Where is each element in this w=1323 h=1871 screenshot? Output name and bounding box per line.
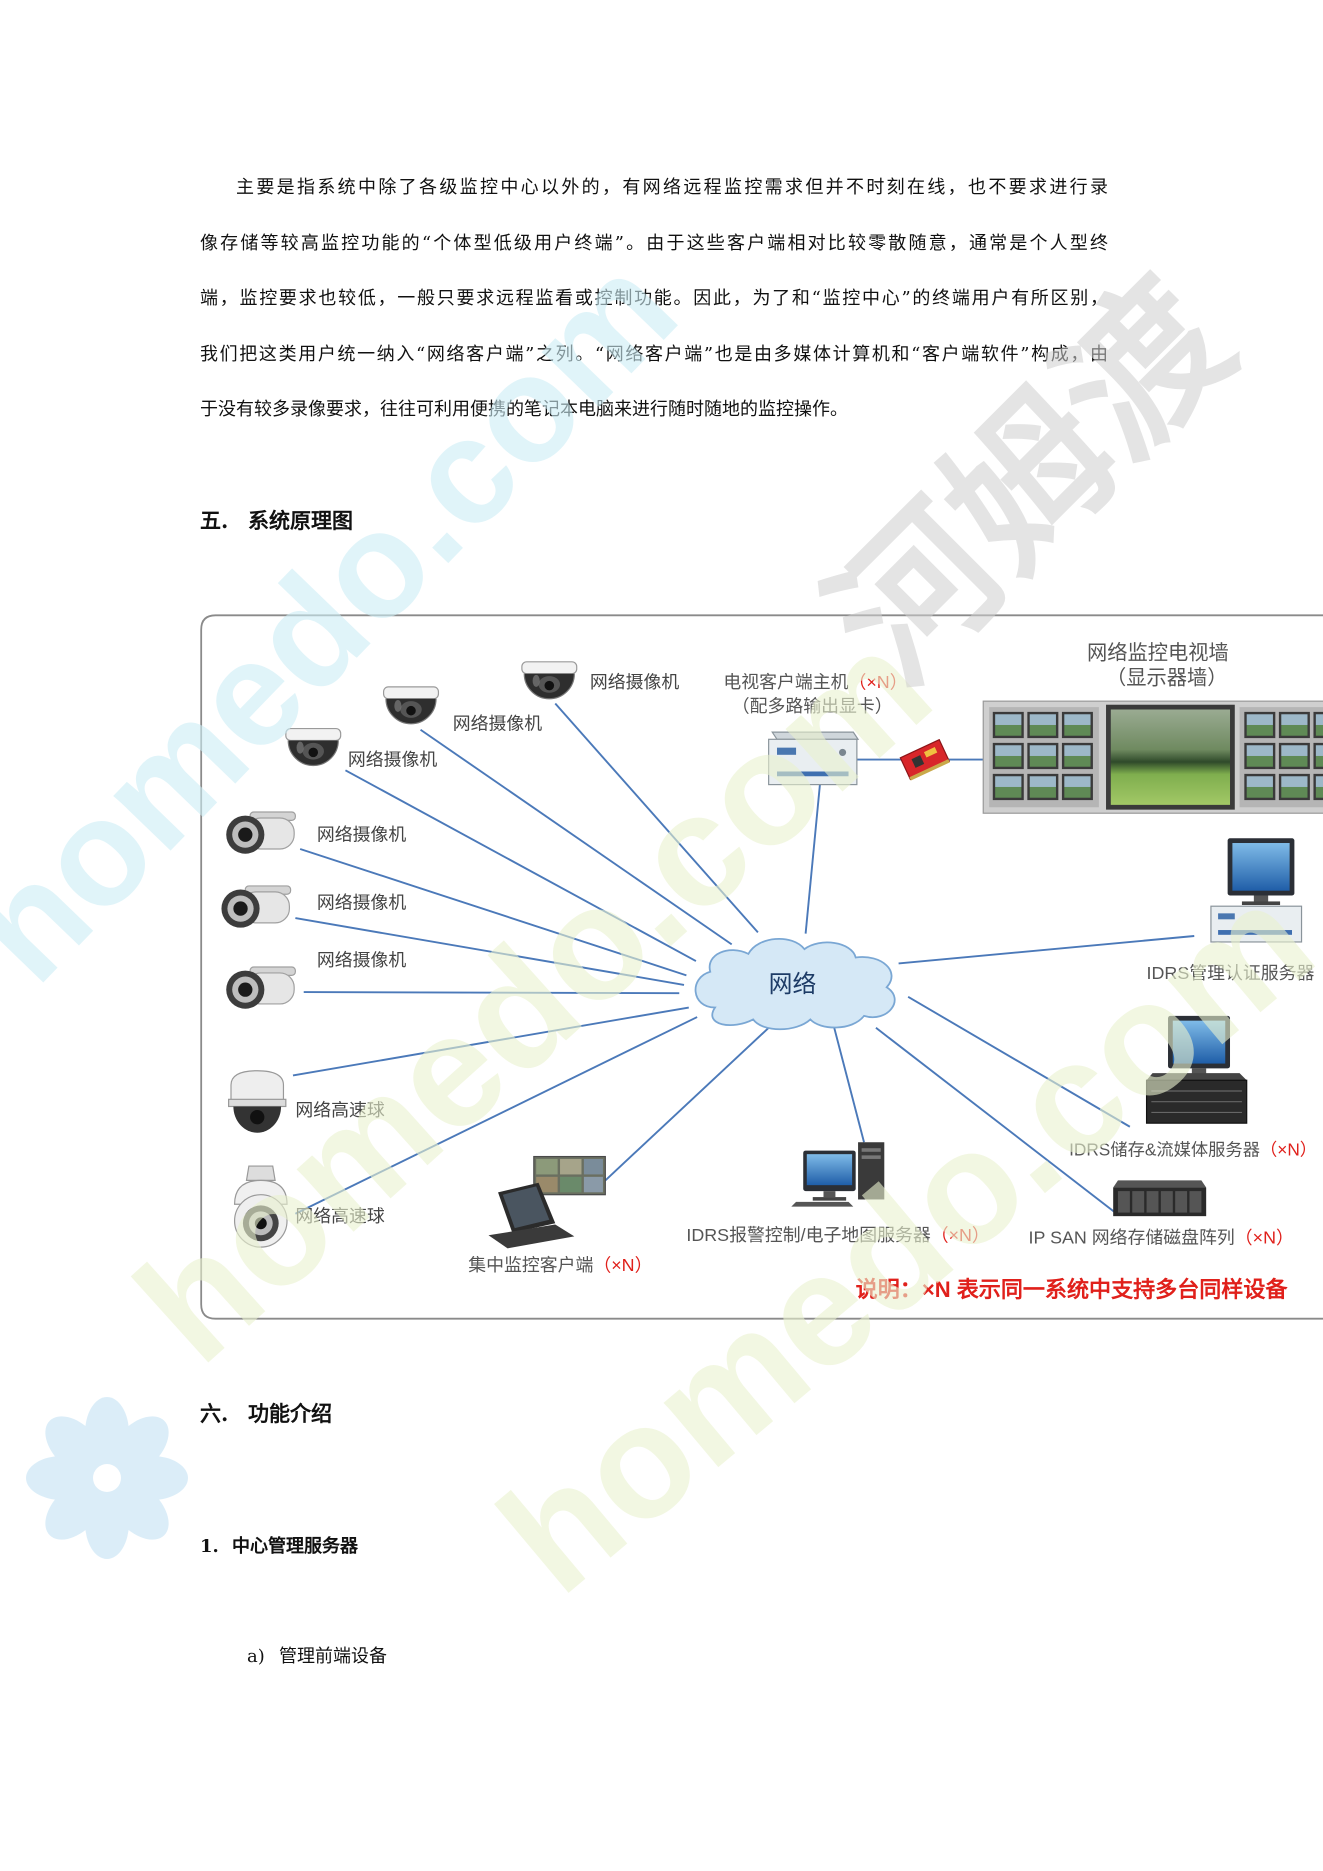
subsection-number: 1. [200, 1536, 219, 1557]
camera-label: 网络摄像机 [348, 750, 437, 770]
monitor-tile [1061, 742, 1093, 770]
ip-san-label: IP SAN 网络存储磁盘阵列（×N） [1029, 1228, 1294, 1248]
section-heading-6: 六. 功能介绍 [200, 1399, 332, 1429]
link-line [420, 728, 733, 946]
monitor-tile [1313, 742, 1323, 770]
section-number: 六. [200, 1401, 229, 1426]
speed-dome-camera-icon [233, 1165, 288, 1248]
link-line [907, 995, 1131, 1128]
auth-server-label: IDRS管理认证服务器 [1147, 963, 1315, 983]
monitor-tile [1313, 773, 1323, 801]
link-line [294, 1016, 698, 1215]
screen-pane [536, 1158, 558, 1175]
paragraph-line: 我们把这类用户统一纳入“网络客户端”之列。“网络客户端”也是由多媒体计算机和“客… [200, 343, 1108, 365]
alarm-server-label: IDRS报警控制/电子地图服务器（×N） [686, 1225, 989, 1245]
diagram-frame [200, 614, 1323, 1320]
link-line [344, 769, 697, 962]
link-line [875, 1027, 1118, 1215]
alarm-map-server-icon [791, 1142, 885, 1207]
screen-pane [583, 1176, 603, 1193]
link-line [833, 1027, 865, 1143]
intro-paragraph: 主要是指系统中除了各级监控中心以外的，有网络远程监控需求但并不时刻在线，也不要求… [200, 160, 1108, 438]
camera-label: 网络摄像机 [453, 714, 542, 734]
monitor-tile [1027, 742, 1059, 770]
link-line [295, 917, 685, 986]
monitor-tile [1061, 711, 1093, 739]
bullet-camera-icon [225, 811, 296, 855]
paragraph-line: 像存储等较高监控功能的“个体型低级用户终端”。由于这些客户端相对比较零散随意，通… [200, 232, 1108, 254]
monitor-tile [1244, 742, 1276, 770]
tv-client-host-note: （配多路输出显卡） [732, 696, 893, 716]
link-line [299, 848, 687, 977]
graphics-card-icon [899, 738, 951, 781]
tv-client-host-icon [768, 731, 860, 786]
monitor-tile [992, 711, 1024, 739]
system-architecture-diagram: 网络 网络摄像机 网络摄像机 网络摄像机 网络摄像机 网络摄像机 网络摄像机 网… [200, 614, 1323, 1320]
bullet-camera-icon [225, 966, 296, 1010]
dome-camera-icon [382, 686, 440, 725]
link-line [604, 1027, 770, 1182]
link-line [292, 1006, 689, 1077]
tv-client-host-label: 电视客户端主机（×N） [723, 672, 907, 692]
monitor-tile [1244, 711, 1276, 739]
camera-label: 网络摄像机 [317, 825, 406, 845]
paragraph-line: 端，监控要求也较低，一般只要求远程监看或控制功能。因此，为了和“监控中心”的终端… [200, 288, 1108, 309]
camera-label: 网络摄像机 [317, 950, 406, 970]
tv-wall-label: 网络监控电视墙 [1087, 641, 1229, 664]
camera-label: 网络摄像机 [317, 893, 406, 913]
network-cloud: 网络 [694, 937, 896, 1031]
link-line [303, 991, 680, 995]
list-item-a: a) 管理前端设备 [247, 1645, 387, 1669]
monitor-tile [1313, 711, 1323, 739]
auth-server-icon [1210, 838, 1303, 943]
dome-camera-icon [521, 661, 578, 700]
monitor-tile [992, 742, 1024, 770]
section-heading-5: 五. 系统原理图 [200, 506, 353, 536]
link-line [554, 702, 759, 934]
monitoring-client-label: 集中监控客户端（×N） [468, 1255, 652, 1275]
dome-camera-icon [285, 727, 342, 767]
section-number: 五. [200, 508, 229, 533]
list-item-title: 管理前端设备 [279, 1646, 387, 1667]
monitor-tile [1061, 773, 1093, 801]
monitor-tile [1027, 773, 1059, 801]
speed-dome-camera-icon [228, 1070, 287, 1133]
network-links [292, 702, 1195, 1215]
tv-wall-icon [982, 700, 1323, 814]
screen-pane [560, 1176, 582, 1193]
paragraph-line: 主要是指系统中除了各级监控中心以外的，有网络远程监控需求但并不时刻在线，也不要求… [236, 177, 1108, 198]
storage-server-label: IDRS储存&流媒体服务器（×N） [1069, 1139, 1317, 1159]
section-title: 系统原理图 [248, 508, 353, 533]
monitor-tile [992, 773, 1024, 801]
subsection-heading-1: 1. 中心管理服务器 [200, 1535, 358, 1559]
speed-dome-label: 网络高速球 [295, 1206, 384, 1226]
camera-label: 网络摄像机 [590, 672, 679, 692]
paragraph-line: 于没有较多录像要求，往往可利用便携的笔记本电脑来进行随时随地的监控操作。 [200, 399, 848, 420]
section-title: 功能介绍 [248, 1401, 332, 1426]
monitoring-screen-mosaic-icon [533, 1155, 606, 1196]
laptop-icon [488, 1182, 575, 1249]
flower-logo-icon [26, 1397, 188, 1559]
storage-server-icon [1145, 1015, 1248, 1124]
cloud-icon [694, 937, 896, 1031]
monitor-tile [1278, 773, 1310, 801]
cloud-label: 网络 [769, 971, 817, 998]
monitor-tile [1278, 742, 1310, 770]
subsection-title: 中心管理服务器 [232, 1536, 358, 1557]
bullet-camera-icon [220, 885, 292, 929]
monitor-tile [1027, 711, 1059, 739]
screen-pane [583, 1158, 603, 1175]
monitor-tile [1244, 773, 1276, 801]
tv-wall-sublabel: （显示器墙） [1106, 666, 1228, 689]
list-item-marker: a) [247, 1646, 265, 1667]
monitor-tile [1278, 711, 1310, 739]
screen-pane [536, 1176, 558, 1193]
screen-pane [560, 1158, 582, 1175]
ip-san-disk-array-icon [1113, 1180, 1207, 1217]
link-line [804, 784, 821, 934]
link-line [898, 935, 1195, 965]
legend-note: 说明：×N 表示同一系统中支持多台同样设备 [856, 1277, 1289, 1302]
speed-dome-label: 网络高速球 [295, 1100, 384, 1120]
